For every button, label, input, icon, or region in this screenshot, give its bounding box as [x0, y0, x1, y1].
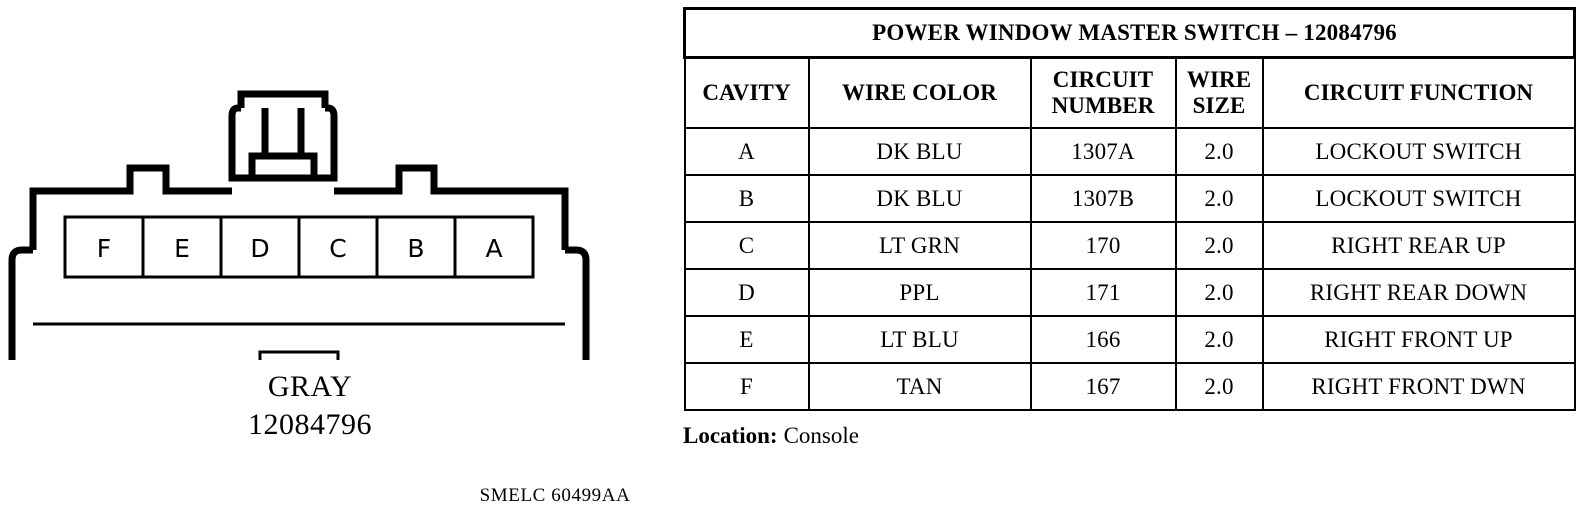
cell-circuit-function: RIGHT REAR UP	[1261, 221, 1576, 270]
table-row: D PPL 171 2.0 RIGHT REAR DOWN	[683, 268, 1576, 317]
latch-cap-outline	[237, 90, 329, 108]
column-header-cavity: CAVITY	[683, 56, 810, 129]
footer-code: SMELC 60499AA	[479, 485, 631, 506]
cell-wire-color: PPL	[807, 268, 1032, 317]
cell-wire-color: LT GRN	[807, 221, 1032, 270]
column-header-circuit-number-line1: CIRCUIT	[1052, 67, 1154, 93]
cell-cavity: D	[683, 268, 810, 317]
column-header-circuit-number-line2: NUMBER	[1051, 93, 1155, 118]
column-header-wire-size-line1: WIRE	[1186, 67, 1252, 93]
latch-housing-outline	[228, 104, 338, 182]
column-header-circuit-number: CIRCUIT NUMBER	[1029, 56, 1177, 129]
cavity-box-e	[141, 215, 223, 279]
connector-caption: GRAY 12084796	[0, 368, 620, 444]
cell-wire-size: 2.0	[1174, 221, 1264, 270]
location-label: Location:	[683, 423, 778, 448]
cavity-box-f	[63, 215, 145, 279]
cell-circuit-number: 171	[1029, 268, 1177, 317]
connector-face-drawing	[8, 90, 590, 360]
cell-circuit-function: RIGHT REAR DOWN	[1261, 268, 1576, 317]
connector-body-top-edge	[29, 164, 569, 250]
cell-wire-size: 2.0	[1174, 315, 1264, 364]
connector-color-name: GRAY	[267, 370, 353, 403]
right-wing	[565, 246, 590, 360]
cell-wire-size: 2.0	[1174, 362, 1264, 411]
cell-cavity: E	[683, 315, 810, 364]
table-row: C LT GRN 170 2.0 RIGHT REAR UP	[683, 221, 1576, 270]
column-header-circuit-function: CIRCUIT FUNCTION	[1261, 56, 1576, 129]
cell-wire-size: 2.0	[1174, 127, 1264, 176]
cell-circuit-function: RIGHT FRONT UP	[1261, 315, 1576, 364]
table-title-row: POWER WINDOW MASTER SWITCH – 12084796	[682, 7, 1577, 59]
cell-wire-color: DK BLU	[807, 174, 1032, 223]
connector-part-number: 12084796	[248, 408, 372, 442]
table-header-row: CAVITY WIRE COLOR CIRCUIT NUMBER WIRE SI…	[683, 56, 1576, 129]
table-row: B DK BLU 1307B 2.0 LOCKOUT SWITCH	[683, 174, 1576, 223]
connector-diagram-panel: F E D C B A GRAY 12084796	[0, 0, 660, 528]
table-title: POWER WINDOW MASTER SWITCH – 12084796	[682, 7, 1577, 59]
pinout-table-panel: POWER WINDOW MASTER SWITCH – 12084796 CA…	[682, 7, 1577, 411]
cell-circuit-number: 170	[1029, 221, 1177, 270]
cell-circuit-function: RIGHT FRONT DWN	[1261, 362, 1576, 411]
cell-circuit-number: 167	[1029, 362, 1177, 411]
cell-cavity: C	[683, 221, 810, 270]
column-header-wire-size: WIRE SIZE	[1174, 56, 1264, 129]
cell-circuit-function: LOCKOUT SWITCH	[1261, 174, 1576, 223]
table-row: E LT BLU 166 2.0 RIGHT FRONT UP	[683, 315, 1576, 364]
cell-circuit-function: LOCKOUT SWITCH	[1261, 127, 1576, 176]
cell-cavity: A	[683, 127, 810, 176]
left-wing	[8, 246, 33, 360]
cavity-box-c	[297, 215, 379, 279]
location-line: Location:Console	[683, 423, 859, 449]
cell-wire-color: LT BLU	[807, 315, 1032, 364]
cell-circuit-number: 166	[1029, 315, 1177, 364]
latch-crossbar	[248, 152, 318, 182]
cell-circuit-number: 1307A	[1029, 127, 1177, 176]
cell-wire-size: 2.0	[1174, 174, 1264, 223]
table-row: F TAN 167 2.0 RIGHT FRONT DWN	[683, 362, 1576, 411]
cell-cavity: F	[683, 362, 810, 411]
table-row: A DK BLU 1307A 2.0 LOCKOUT SWITCH	[683, 127, 1576, 176]
cell-wire-color: TAN	[807, 362, 1032, 411]
cavity-box-d	[219, 215, 301, 279]
cavity-box-b	[375, 215, 457, 279]
cell-wire-size: 2.0	[1174, 268, 1264, 317]
cavity-box-a	[453, 215, 535, 279]
pinout-table: POWER WINDOW MASTER SWITCH – 12084796 CA…	[682, 7, 1577, 411]
location-value: Console	[783, 423, 859, 448]
cell-cavity: B	[683, 174, 810, 223]
cell-circuit-number: 1307B	[1029, 174, 1177, 223]
cell-wire-color: DK BLU	[807, 127, 1032, 176]
column-header-wire-size-line2: SIZE	[1192, 93, 1246, 118]
column-header-wire-color: WIRE COLOR	[807, 56, 1032, 129]
keying-slot	[258, 350, 340, 360]
